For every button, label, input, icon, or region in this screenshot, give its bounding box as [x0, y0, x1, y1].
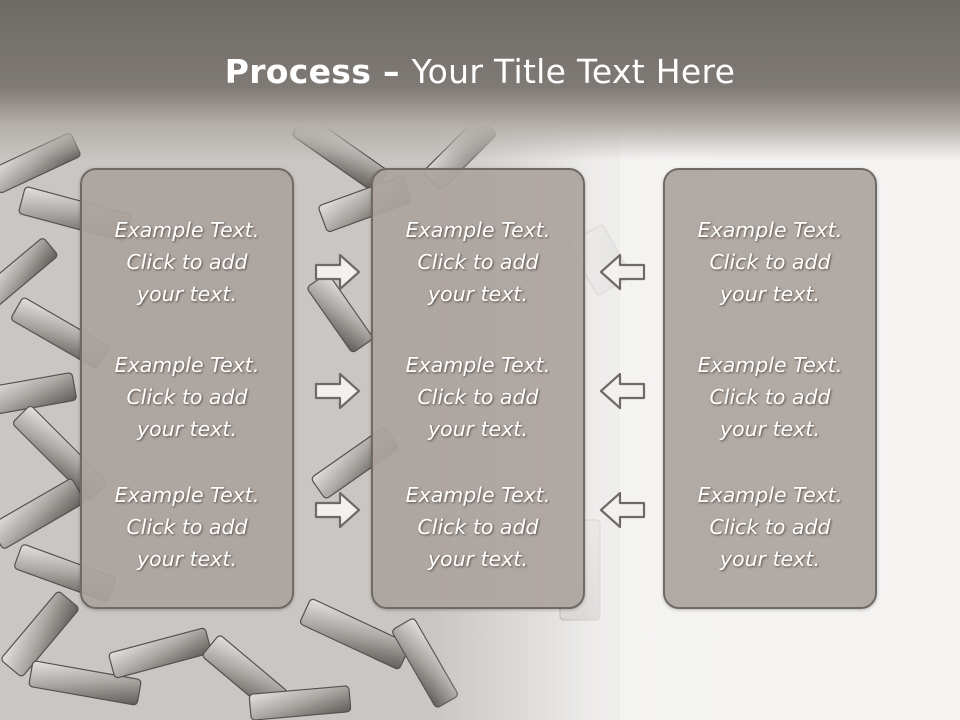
title-bold: Process — [224, 52, 372, 91]
text-line: your text. — [137, 417, 237, 441]
text-line: Example Text. — [405, 218, 551, 242]
text-line: Example Text. — [114, 218, 260, 242]
text-line: your text. — [428, 417, 528, 441]
text-block[interactable]: Example Text. Click to add your text. — [665, 479, 875, 575]
text-line: your text. — [428, 547, 528, 571]
process-box-1[interactable]: Example Text. Click to add your text. Ex… — [80, 168, 294, 609]
arrow-left-icon — [599, 491, 646, 529]
text-line: Click to add — [417, 515, 539, 539]
text-block[interactable]: Example Text. Click to add your text. — [665, 214, 875, 310]
text-block[interactable]: Example Text. Click to add your text. — [373, 479, 583, 575]
text-block[interactable]: Example Text. Click to add your text. — [373, 214, 583, 310]
title-rest: Your Title Text Here — [411, 52, 736, 91]
text-line: Example Text. — [697, 353, 843, 377]
process-box-3[interactable]: Example Text. Click to add your text. Ex… — [663, 168, 877, 609]
text-line: Example Text. — [697, 218, 843, 242]
arrow-right-icon — [314, 491, 361, 529]
title-dash: – — [371, 52, 412, 91]
text-line: your text. — [428, 282, 528, 306]
text-block[interactable]: Example Text. Click to add your text. — [82, 214, 292, 310]
arrow-right-icon — [314, 372, 361, 410]
text-line: Click to add — [126, 385, 248, 409]
text-block[interactable]: Example Text. Click to add your text. — [82, 349, 292, 445]
text-line: Example Text. — [697, 483, 843, 507]
text-line: your text. — [720, 417, 820, 441]
text-line: Click to add — [709, 250, 831, 274]
slide-title[interactable]: Process – Your Title Text Here — [0, 52, 960, 91]
arrow-left-icon — [599, 372, 646, 410]
arrow-right-icon — [314, 253, 361, 291]
text-line: Click to add — [709, 515, 831, 539]
text-line: your text. — [720, 547, 820, 571]
text-line: Example Text. — [405, 483, 551, 507]
text-block[interactable]: Example Text. Click to add your text. — [82, 479, 292, 575]
text-line: your text. — [137, 282, 237, 306]
text-line: Click to add — [709, 385, 831, 409]
text-line: Click to add — [126, 515, 248, 539]
text-line: your text. — [137, 547, 237, 571]
text-block[interactable]: Example Text. Click to add your text. — [665, 349, 875, 445]
text-line: Click to add — [126, 250, 248, 274]
text-line: Example Text. — [114, 483, 260, 507]
arrow-left-icon — [599, 253, 646, 291]
text-line: your text. — [720, 282, 820, 306]
text-line: Example Text. — [405, 353, 551, 377]
text-block[interactable]: Example Text. Click to add your text. — [373, 349, 583, 445]
text-line: Click to add — [417, 250, 539, 274]
process-box-2[interactable]: Example Text. Click to add your text. Ex… — [371, 168, 585, 609]
title-band — [0, 0, 960, 160]
text-line: Click to add — [417, 385, 539, 409]
text-line: Example Text. — [114, 353, 260, 377]
